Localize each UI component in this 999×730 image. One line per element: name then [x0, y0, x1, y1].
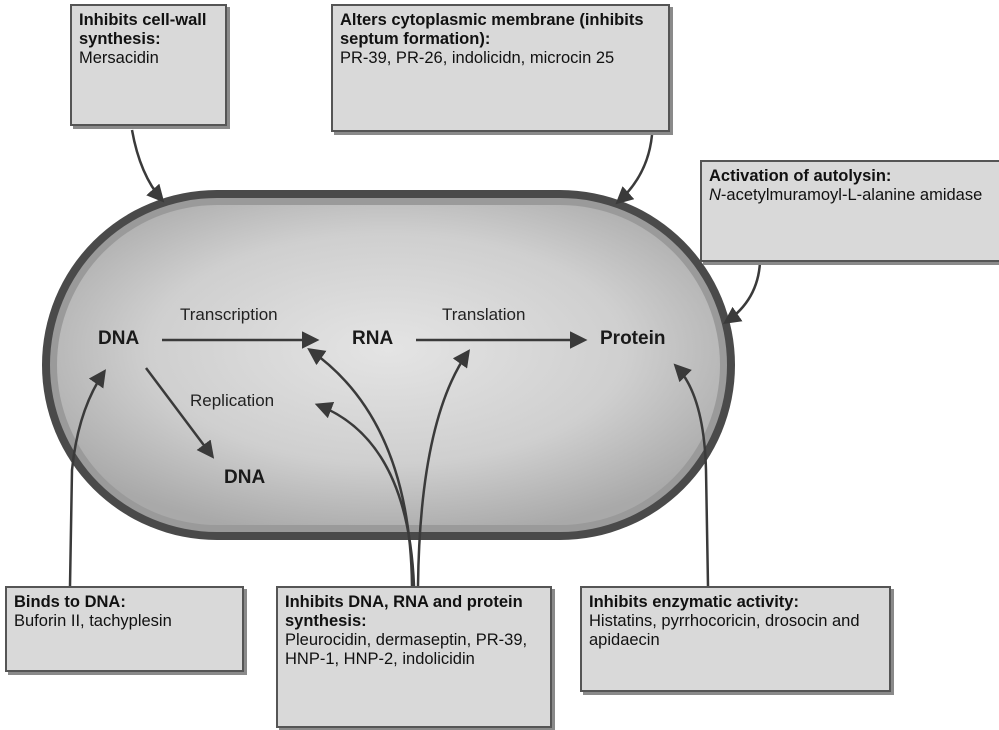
replication-label: Replication [190, 391, 274, 411]
dna-label: DNA [98, 328, 139, 350]
synthesis-box-heading: Inhibits DNA, RNA and protein synthesis: [285, 593, 543, 631]
transcription-label: Transcription [180, 305, 278, 325]
autolysin-pointer-arrow [726, 262, 760, 322]
cellwall-pointer-arrow [132, 130, 162, 200]
enzymatic-inhibitor-box: Inhibits enzymatic activity: Histatins, … [580, 586, 891, 692]
cell-wall-box-body: Mersacidin [79, 49, 218, 68]
cell-cytoplasm [57, 205, 720, 525]
synthesis-inhibitor-box: Inhibits DNA, RNA and protein synthesis:… [276, 586, 552, 728]
dna-binding-box-body: Buforin II, tachyplesin [14, 612, 235, 631]
dna-replicated-label: DNA [224, 467, 265, 489]
membrane-box-body: PR-39, PR-26, indolicidn, microcin 25 [340, 49, 661, 68]
enzymatic-box-body: Histatins, pyrrhocoricin, drosocin and a… [589, 612, 882, 650]
autolysin-activation-box: Activation of autolysin: N-acetylmuramoy… [700, 160, 999, 262]
dna-binding-box-heading: Binds to DNA: [14, 593, 235, 612]
autolysin-box-heading: Activation of autolysin: [709, 167, 993, 186]
dna-binding-box: Binds to DNA: Buforin II, tachyplesin [5, 586, 244, 672]
rna-label: RNA [352, 328, 393, 350]
membrane-pointer-arrow [618, 135, 652, 202]
autolysin-box-body-prefix: N [709, 186, 721, 204]
cell-wall-inhibitor-box: Inhibits cell-wall synthesis: Mersacidin [70, 4, 227, 126]
enzymatic-box-heading: Inhibits enzymatic activity: [589, 593, 882, 612]
synthesis-box-body: Pleurocidin, dermaseptin, PR-39, HNP-1, … [285, 631, 543, 669]
membrane-box-heading: Alters cytoplasmic membrane (inhibits se… [340, 11, 661, 49]
translation-label: Translation [442, 305, 525, 325]
cell-wall-box-heading: Inhibits cell-wall synthesis: [79, 11, 218, 49]
autolysin-box-body-text: -acetylmuramoyl-L-alanine amidase [721, 186, 982, 204]
protein-label: Protein [600, 328, 665, 350]
membrane-alteration-box: Alters cytoplasmic membrane (inhibits se… [331, 4, 670, 132]
autolysin-box-body: N-acetylmuramoyl-L-alanine amidase [709, 186, 993, 205]
